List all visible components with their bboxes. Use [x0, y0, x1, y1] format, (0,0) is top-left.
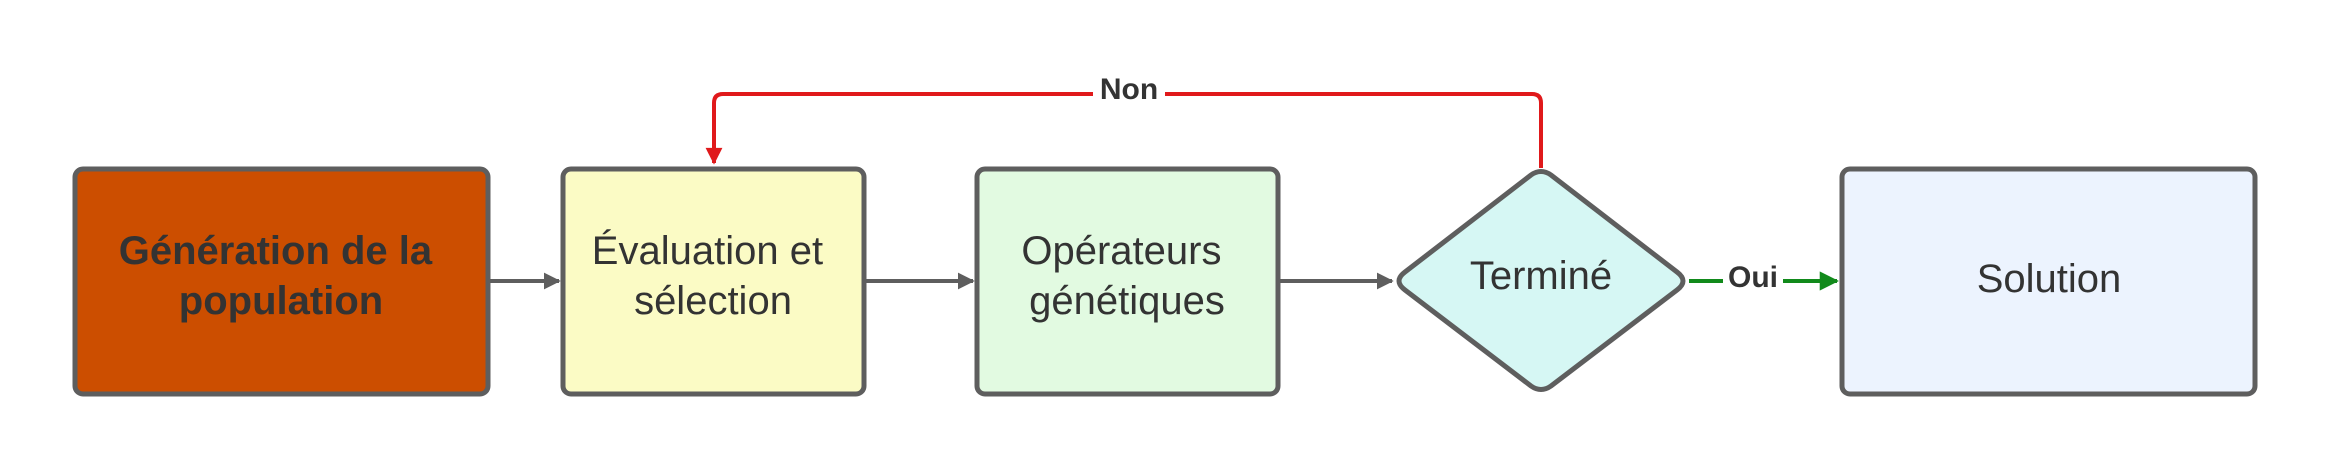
node-decision-label: Terminé — [1470, 254, 1612, 298]
node-generation-label-line1: Génération de la — [119, 229, 433, 273]
node-generation-label-line2: population — [179, 279, 383, 323]
node-operators-label-line1: Opérateurs — [1021, 229, 1221, 273]
node-evaluation: Évaluation et sélection — [560, 166, 867, 397]
edge-label-oui: Oui — [1728, 261, 1778, 294]
node-operators: Opérateurs génétiques — [974, 166, 1281, 397]
node-operators-label: Opérateurs génétiques — [1021, 229, 1232, 323]
node-solution: Solution — [1839, 166, 2258, 397]
node-decision: Terminé — [1396, 169, 1686, 392]
node-generation: Génération de la population — [72, 166, 491, 397]
node-operators-label-line2: génétiques — [1029, 279, 1225, 323]
node-evaluation-label: Évaluation et sélection — [592, 228, 834, 323]
node-evaluation-box — [560, 166, 867, 397]
edge-label-non: Non — [1100, 73, 1158, 106]
node-generation-label: Génération de la population — [119, 229, 444, 323]
node-evaluation-label-line1: Évaluation et — [592, 228, 823, 273]
node-evaluation-label-line2: sélection — [634, 279, 792, 323]
node-solution-label: Solution — [1977, 257, 2122, 301]
node-decision-diamond — [1396, 169, 1686, 392]
node-solution-box — [1839, 166, 2258, 397]
non-label-background — [1093, 72, 1165, 110]
node-generation-box — [72, 166, 491, 397]
oui-label-background — [1723, 261, 1783, 299]
node-operators-box — [974, 166, 1281, 397]
